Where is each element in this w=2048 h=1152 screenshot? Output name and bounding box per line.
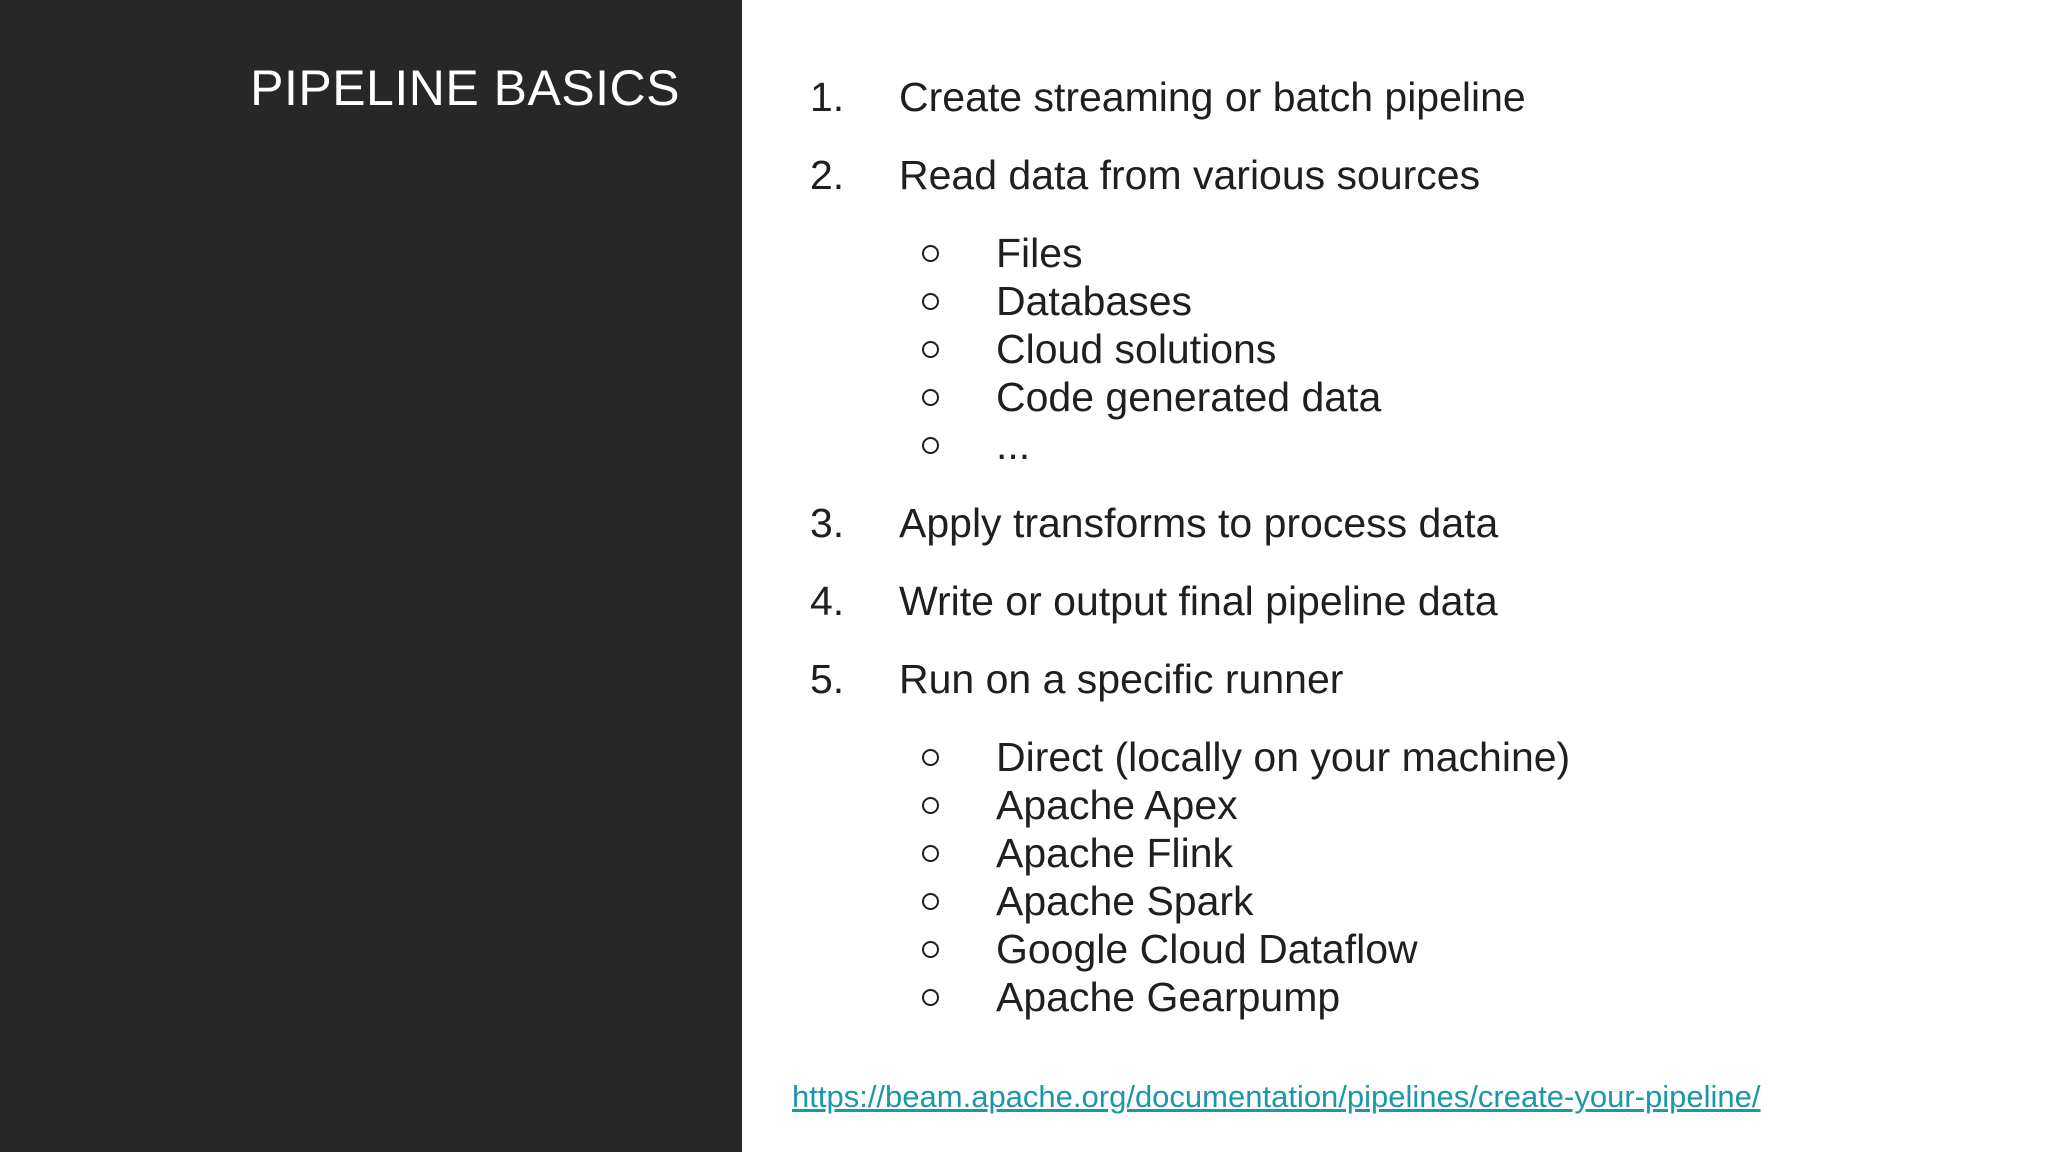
step-text: Read data from various sources — [899, 152, 1481, 198]
step-number: 1. — [810, 74, 845, 120]
sidebar: PIPELINE BASICS — [0, 0, 742, 1152]
list-item-label: Apache Flink — [996, 829, 1234, 876]
step-item-1: 1. Create streaming or batch pipeline — [810, 73, 2048, 121]
step-text: Create streaming or batch pipeline — [899, 74, 1526, 120]
list-item-apache-flink: Apache Flink — [922, 829, 2048, 877]
circle-bullet-icon — [922, 844, 939, 862]
step-text: Run on a specific runner — [899, 656, 1344, 702]
list-item-label: ... — [996, 421, 1031, 468]
list-item-code-generated-data: Code generated data — [922, 373, 2048, 421]
list-item-apache-gearpump: Apache Gearpump — [922, 973, 2048, 1021]
step-number: 5. — [810, 656, 845, 702]
circle-bullet-icon — [922, 796, 939, 814]
content-area: 1. Create streaming or batch pipeline 2.… — [742, 0, 2048, 1152]
steps-list: 1. Create streaming or batch pipeline 2.… — [810, 73, 2048, 1021]
list-item-label: Code generated data — [996, 373, 1382, 420]
step-item-2: 2. Read data from various sources Files … — [810, 151, 2048, 469]
list-item-label: Files — [996, 229, 1083, 276]
step-item-4: 4. Write or output final pipeline data — [810, 577, 2048, 625]
list-item-label: Direct (locally on your machine) — [996, 733, 1571, 780]
list-item-apache-apex: Apache Apex — [922, 781, 2048, 829]
list-item-databases: Databases — [922, 277, 2048, 325]
circle-bullet-icon — [922, 292, 939, 310]
circle-bullet-icon — [922, 892, 939, 910]
list-item-label: Apache Apex — [996, 781, 1238, 828]
step-number: 3. — [810, 500, 845, 546]
circle-bullet-icon — [922, 988, 939, 1006]
circle-bullet-icon — [922, 244, 939, 262]
list-item-label: Databases — [996, 277, 1193, 324]
circle-bullet-icon — [922, 748, 939, 766]
list-item-files: Files — [922, 229, 2048, 277]
step-number: 2. — [810, 152, 845, 198]
sources-sublist: Files Databases Cloud solutions Code gen… — [810, 229, 2048, 469]
list-item-ellipsis: ... — [922, 421, 2048, 469]
circle-bullet-icon — [922, 340, 939, 358]
circle-bullet-icon — [922, 388, 939, 406]
circle-bullet-icon — [922, 436, 939, 454]
list-item-label: Google Cloud Dataflow — [996, 925, 1418, 972]
runners-sublist: Direct (locally on your machine) Apache … — [810, 733, 2048, 1021]
list-item-google-cloud-dataflow: Google Cloud Dataflow — [922, 925, 2048, 973]
slide-title: PIPELINE BASICS — [250, 60, 680, 116]
list-item-apache-spark: Apache Spark — [922, 877, 2048, 925]
list-item-cloud-solutions: Cloud solutions — [922, 325, 2048, 373]
list-item-direct-runner: Direct (locally on your machine) — [922, 733, 2048, 781]
step-text: Apply transforms to process data — [899, 500, 1499, 546]
step-item-3: 3. Apply transforms to process data — [810, 499, 2048, 547]
step-item-5: 5. Run on a specific runner Direct (loca… — [810, 655, 2048, 1021]
circle-bullet-icon — [922, 940, 939, 958]
step-text: Write or output final pipeline data — [899, 578, 1498, 624]
create-your-pipeline-doc-link[interactable]: https://beam.apache.org/documentation/pi… — [792, 1079, 1761, 1114]
list-item-label: Cloud solutions — [996, 325, 1277, 372]
list-item-label: Apache Spark — [996, 877, 1254, 924]
list-item-label: Apache Gearpump — [996, 973, 1341, 1020]
step-number: 4. — [810, 578, 845, 624]
